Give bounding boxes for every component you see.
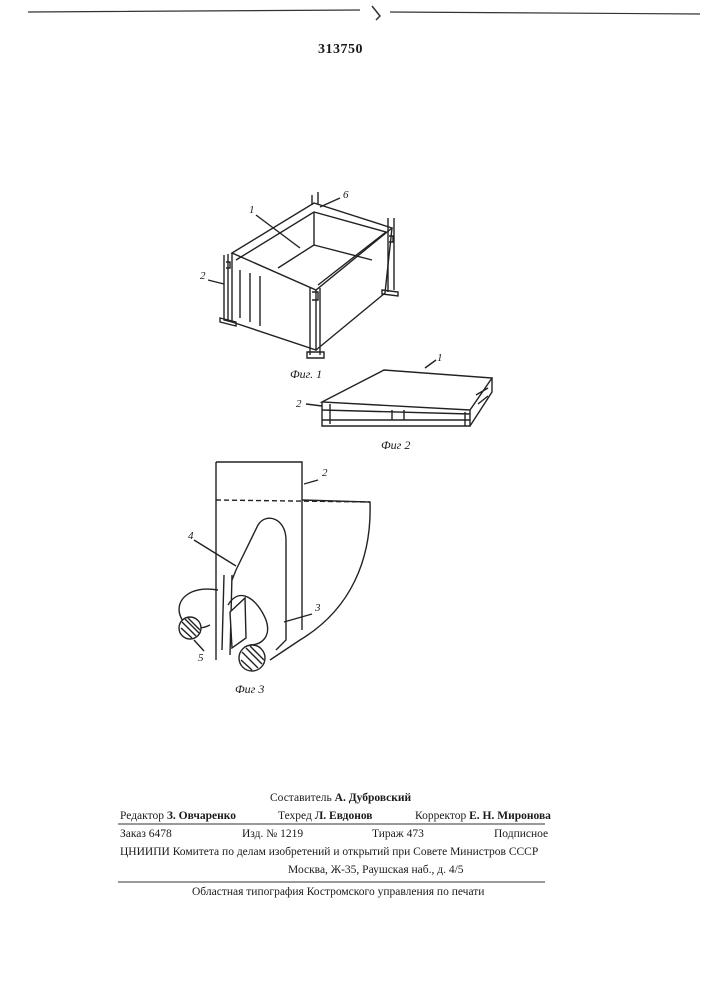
institution-name: ЦНИИПИ Комитета по делам изобретений и о…: [120, 846, 538, 858]
printer-name: Областная типография Костромского управл…: [192, 886, 484, 898]
print-run: Тираж 473: [372, 828, 424, 840]
institution-address: Москва, Ж-35, Раушская наб., д. 4/5: [288, 864, 464, 876]
subscription-note: Подписное: [494, 828, 548, 840]
edition-number: Изд. № 1219: [242, 828, 303, 840]
order-number: Заказ 6478: [120, 828, 172, 840]
